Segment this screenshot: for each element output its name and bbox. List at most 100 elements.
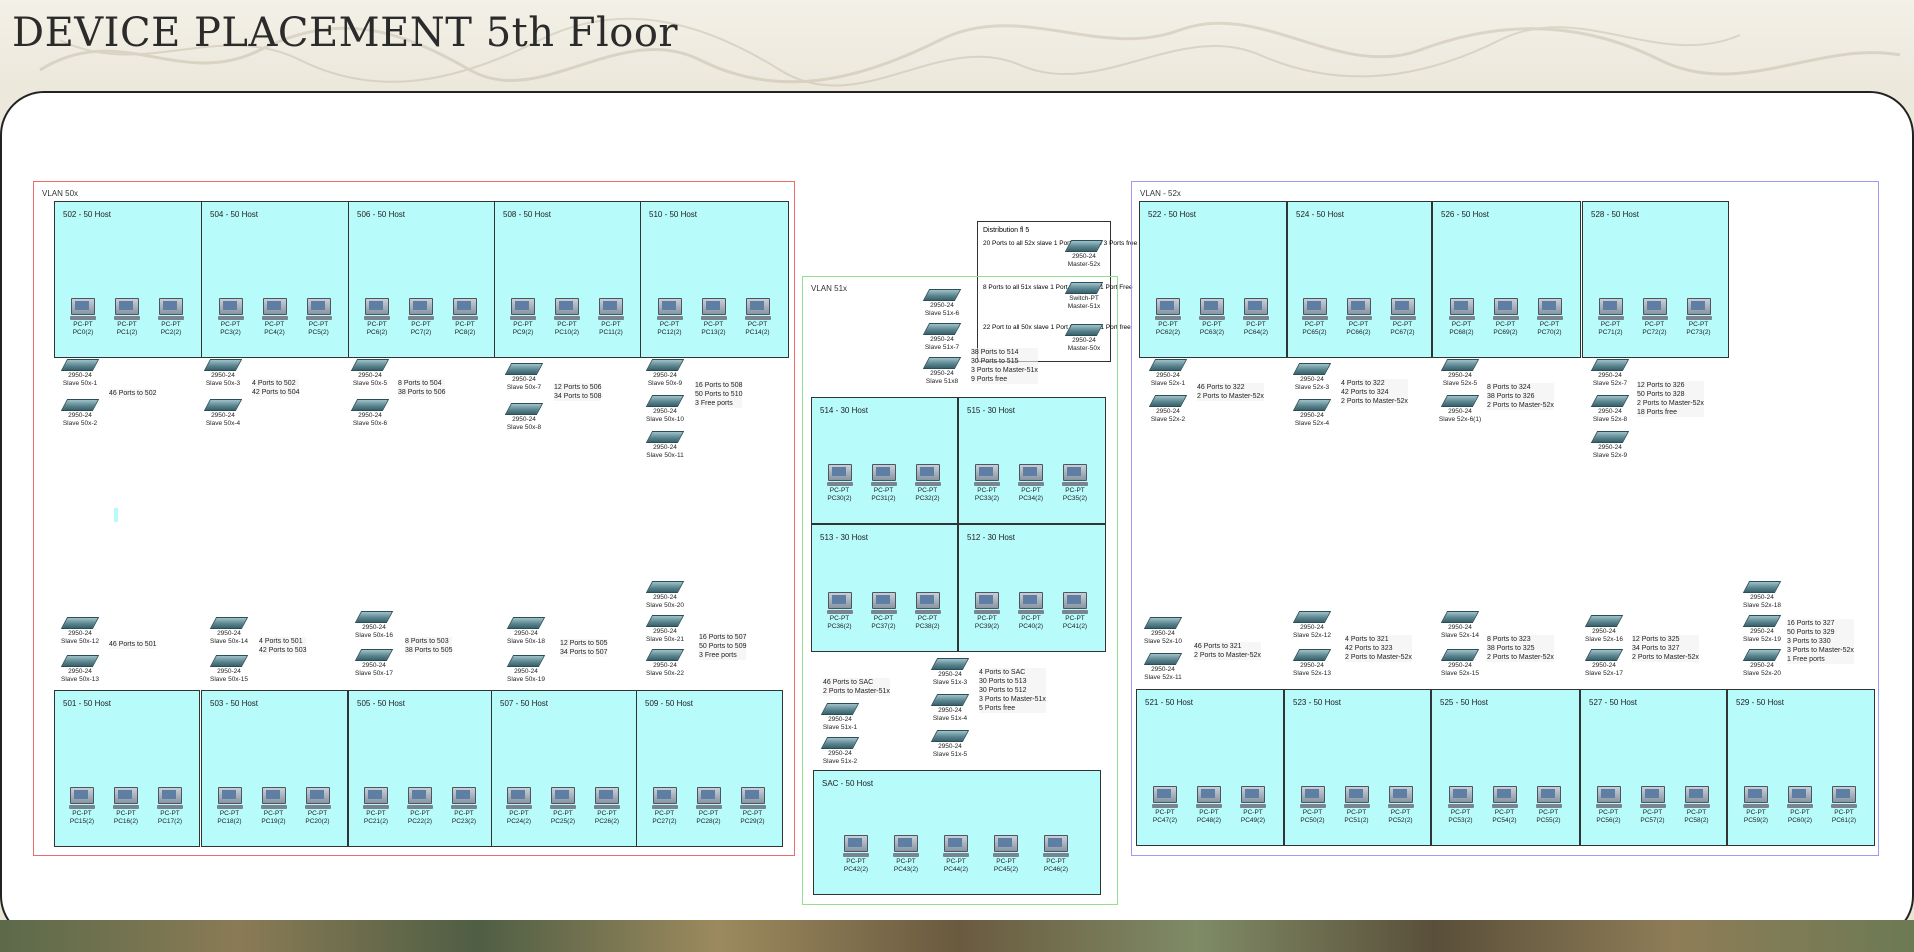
pc-device[interactable]: PC-PT PC51(2) — [1341, 786, 1373, 825]
switch-device[interactable]: 2950-24 Slave 52x-9 — [1588, 431, 1632, 460]
switch-device[interactable]: 2950-24 Slave 52x-15 — [1438, 649, 1482, 678]
pc-device[interactable]: PC-PT PC48(2) — [1193, 786, 1225, 825]
pc-device[interactable]: PC-PT PC73(2) — [1683, 298, 1715, 337]
switch-device[interactable]: 2950-24 Slave 52x-10 — [1141, 617, 1185, 646]
pc-device[interactable]: PC-PT PC6(2) — [361, 298, 393, 337]
pc-device[interactable]: PC-PT PC14(2) — [742, 298, 774, 337]
switch-device[interactable]: 2950-24 Slave 52x-4 — [1290, 399, 1334, 428]
switch-device[interactable]: 2950-24 Slave 52x-3 — [1290, 363, 1334, 392]
pc-device[interactable]: PC-PT PC32(2) — [912, 464, 944, 503]
switch-device[interactable]: 2950-24 Slave 50x-14 — [207, 617, 251, 646]
pc-device[interactable]: PC-PT PC58(2) — [1681, 786, 1713, 825]
pc-device[interactable]: PC-PT PC4(2) — [259, 298, 291, 337]
pc-device[interactable]: PC-PT PC39(2) — [971, 592, 1003, 631]
pc-device[interactable]: PC-PT PC19(2) — [258, 787, 290, 826]
switch-device[interactable]: 2950-24 Slave 51x-3 — [928, 658, 972, 687]
switch-device[interactable]: 2950-24 Slave 50x-6 — [348, 399, 392, 428]
pc-device[interactable]: PC-PT PC2(2) — [155, 298, 187, 337]
pc-device[interactable]: PC-PT PC9(2) — [507, 298, 539, 337]
pc-device[interactable]: PC-PT PC12(2) — [654, 298, 686, 337]
switch-device[interactable]: 2950-24 Slave 50x-15 — [207, 655, 251, 684]
pc-device[interactable]: PC-PT PC22(2) — [404, 787, 436, 826]
master-switch-50x[interactable]: 2950-24 Master-50x — [1062, 324, 1106, 353]
pc-device[interactable]: PC-PT PC16(2) — [110, 787, 142, 826]
pc-device[interactable]: PC-PT PC72(2) — [1639, 298, 1671, 337]
pc-device[interactable]: PC-PT PC23(2) — [448, 787, 480, 826]
pc-device[interactable]: PC-PT PC44(2) — [940, 835, 972, 874]
switch-device[interactable]: 2950-24 Slave 52x-5 — [1438, 359, 1482, 388]
switch-device[interactable]: 2950-24 Slave 51x-7 — [920, 323, 964, 352]
switch-device[interactable]: 2950-24 Slave 52x-7 — [1588, 359, 1632, 388]
pc-device[interactable]: PC-PT PC52(2) — [1385, 786, 1417, 825]
switch-device[interactable]: 2950-24 Slave 50x-2 — [58, 399, 102, 428]
pc-device[interactable]: PC-PT PC34(2) — [1015, 464, 1047, 503]
pc-device[interactable]: PC-PT PC47(2) — [1149, 786, 1181, 825]
pc-device[interactable]: PC-PT PC38(2) — [912, 592, 944, 631]
switch-device[interactable]: 2950-24 Slave 50x-20 — [643, 581, 687, 610]
pc-device[interactable]: PC-PT PC24(2) — [503, 787, 535, 826]
pc-device[interactable]: PC-PT PC61(2) — [1828, 786, 1860, 825]
switch-device[interactable]: 2950-24 Slave 50x-19 — [504, 655, 548, 684]
switch-device[interactable]: 2950-24 Slave 50x-18 — [504, 617, 548, 646]
switch-device[interactable]: 2950-24 Slave 52x-11 — [1141, 653, 1185, 682]
pc-device[interactable]: PC-PT PC71(2) — [1595, 298, 1627, 337]
pc-device[interactable]: PC-PT PC65(2) — [1299, 298, 1331, 337]
pc-device[interactable]: PC-PT PC29(2) — [737, 787, 769, 826]
pc-device[interactable]: PC-PT PC8(2) — [449, 298, 481, 337]
switch-device[interactable]: 2950-24 Slave 50x-4 — [201, 399, 245, 428]
switch-device[interactable]: 2950-24 Slave 50x-17 — [352, 649, 396, 678]
switch-device[interactable]: 2950-24 Slave 51x-4 — [928, 694, 972, 723]
pc-device[interactable]: PC-PT PC46(2) — [1040, 835, 1072, 874]
master-switch-52x[interactable]: 2950-24 Master-52x — [1062, 240, 1106, 269]
switch-device[interactable]: 2950-24 Slave 50x-12 — [58, 617, 102, 646]
pc-device[interactable]: PC-PT PC69(2) — [1490, 298, 1522, 337]
pc-device[interactable]: PC-PT PC56(2) — [1593, 786, 1625, 825]
pc-device[interactable]: PC-PT PC30(2) — [824, 464, 856, 503]
pc-device[interactable]: PC-PT PC40(2) — [1015, 592, 1047, 631]
pc-device[interactable]: PC-PT PC67(2) — [1387, 298, 1419, 337]
pc-device[interactable]: PC-PT PC21(2) — [360, 787, 392, 826]
pc-device[interactable]: PC-PT PC1(2) — [111, 298, 143, 337]
pc-device[interactable]: PC-PT PC43(2) — [890, 835, 922, 874]
master-switch-51x[interactable]: Switch-PT Master-51x — [1062, 282, 1106, 311]
switch-device[interactable]: 2950-24 Slave 52x-18 — [1740, 581, 1784, 610]
switch-device[interactable]: 2950-24 Slave 51x-1 — [818, 703, 862, 732]
switch-device[interactable]: 2950-24 Slave 52x-14 — [1438, 611, 1482, 640]
switch-device[interactable]: 2950-24 Slave 50x-3 — [201, 359, 245, 388]
pc-device[interactable]: PC-PT PC50(2) — [1297, 786, 1329, 825]
pc-device[interactable]: PC-PT PC18(2) — [214, 787, 246, 826]
pc-device[interactable]: PC-PT PC11(2) — [595, 298, 627, 337]
pc-device[interactable]: PC-PT PC5(2) — [303, 298, 335, 337]
pc-device[interactable]: PC-PT PC55(2) — [1533, 786, 1565, 825]
pc-device[interactable]: PC-PT PC10(2) — [551, 298, 583, 337]
pc-device[interactable]: PC-PT PC0(2) — [67, 298, 99, 337]
pc-device[interactable]: PC-PT PC49(2) — [1237, 786, 1269, 825]
switch-device[interactable]: 2950-24 Slave 50x-10 — [643, 395, 687, 424]
pc-device[interactable]: PC-PT PC17(2) — [154, 787, 186, 826]
pc-device[interactable]: PC-PT PC42(2) — [840, 835, 872, 874]
switch-device[interactable]: 2950-24 Slave 52x-19 — [1740, 615, 1784, 644]
switch-device[interactable]: 2950-24 Slave 52x-12 — [1290, 611, 1334, 640]
pc-device[interactable]: PC-PT PC3(2) — [215, 298, 247, 337]
switch-device[interactable]: 2950-24 Slave 50x-9 — [643, 359, 687, 388]
pc-device[interactable]: PC-PT PC66(2) — [1343, 298, 1375, 337]
switch-device[interactable]: 2950-24 Slave 51x-5 — [928, 730, 972, 759]
pc-device[interactable]: PC-PT PC41(2) — [1059, 592, 1091, 631]
switch-device[interactable]: 2950-24 Slave 52x-1 — [1146, 359, 1190, 388]
switch-device[interactable]: 2950-24 Slave 50x-5 — [348, 359, 392, 388]
switch-device[interactable]: 2950-24 Slave 52x-20 — [1740, 649, 1784, 678]
pc-device[interactable]: PC-PT PC15(2) — [66, 787, 98, 826]
switch-device[interactable]: 2950-24 Slave 50x-16 — [352, 611, 396, 640]
switch-device[interactable]: 2950-24 Slave 50x-21 — [643, 615, 687, 644]
pc-device[interactable]: PC-PT PC35(2) — [1059, 464, 1091, 503]
pc-device[interactable]: PC-PT PC13(2) — [698, 298, 730, 337]
pc-device[interactable]: PC-PT PC64(2) — [1240, 298, 1272, 337]
switch-device[interactable]: 2950-24 Slave 52x-16 — [1582, 615, 1626, 644]
pc-device[interactable]: PC-PT PC31(2) — [868, 464, 900, 503]
pc-device[interactable]: PC-PT PC7(2) — [405, 298, 437, 337]
pc-device[interactable]: PC-PT PC70(2) — [1534, 298, 1566, 337]
switch-device[interactable]: 2950-24 Slave 50x-1 — [58, 359, 102, 388]
pc-device[interactable]: PC-PT PC62(2) — [1152, 298, 1184, 337]
pc-device[interactable]: PC-PT PC63(2) — [1196, 298, 1228, 337]
pc-device[interactable]: PC-PT PC57(2) — [1637, 786, 1669, 825]
